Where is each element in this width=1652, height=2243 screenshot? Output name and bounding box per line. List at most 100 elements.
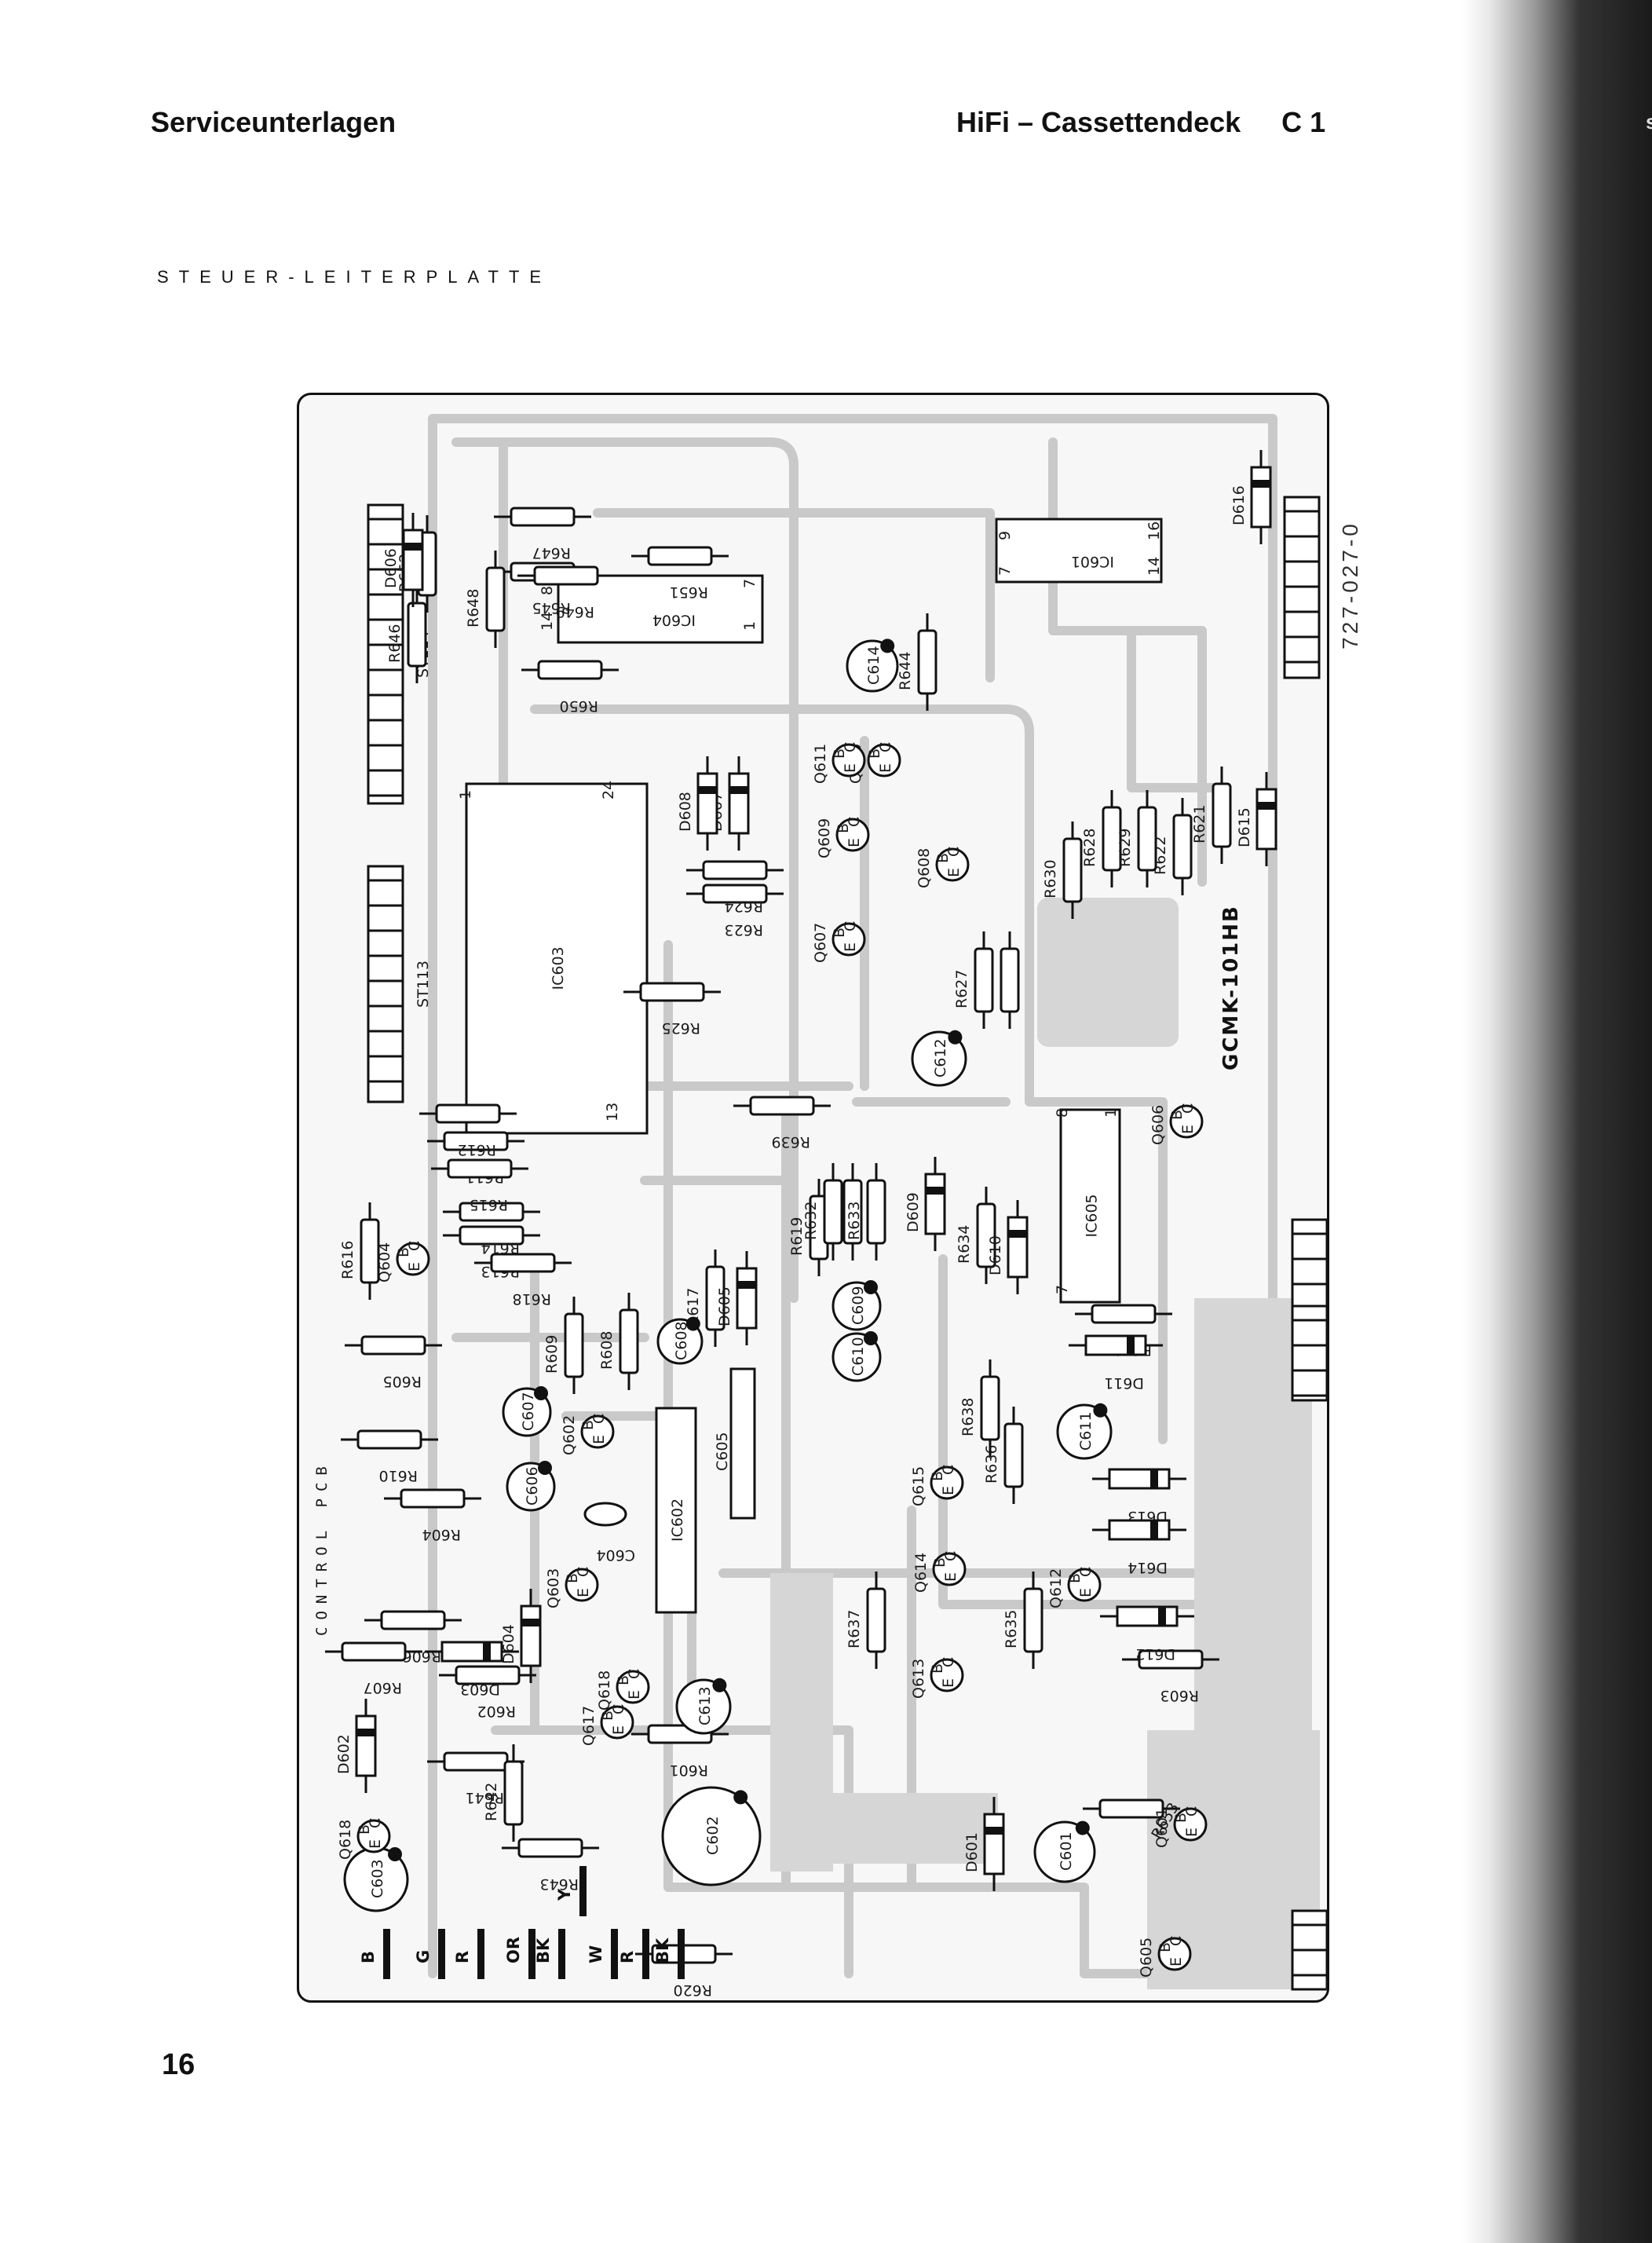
capacitor-c606: C606 [506, 1461, 556, 1512]
capacitor-c613: C613 [675, 1678, 732, 1735]
diode-label: D601 [963, 1832, 981, 1872]
resistor-label: R614 [481, 1239, 520, 1257]
diode-d611: D611 [1069, 1334, 1163, 1392]
transistor-pin-c: C [940, 1465, 957, 1475]
ic-pin-number: 16 [1146, 521, 1163, 540]
transistor-label: Q613 [910, 1659, 927, 1699]
transistor-pin-c: C [942, 1551, 959, 1561]
transistor-label: Q608 [916, 848, 933, 888]
resistor-label: R621 [1191, 805, 1208, 843]
resistor-label: R601 [670, 1762, 708, 1779]
transistor-pin-e: E [1179, 1125, 1197, 1134]
transistor-pin-b: B [1172, 1813, 1190, 1823]
header-sheet-id: C 1 [1281, 106, 1326, 138]
ic-label: IC602 [669, 1498, 686, 1542]
resistor-r646: R646 [386, 586, 427, 683]
diode-label: D606 [382, 548, 400, 588]
transistor-label: Q606 [1149, 1105, 1167, 1145]
transistor-pin-c: C [846, 817, 863, 827]
resistor-r639: R639 [733, 1096, 831, 1151]
connector-st116: ST116 [1291, 1218, 1327, 1315]
ic-pin-number: 8 [539, 586, 556, 595]
resistor-label: R651 [670, 584, 708, 601]
resistor-r609: R609 [543, 1297, 584, 1394]
resistor-r630: R630 [1042, 821, 1083, 919]
diodes-layer: D601D602D603D604D605D606D607D608D609D610… [335, 450, 1277, 1891]
transistor-pin-e: E [940, 1678, 957, 1688]
diode-d614: D614 [1092, 1519, 1186, 1576]
diode-d603: D603 [425, 1641, 519, 1698]
wire-b: B [359, 1929, 390, 1979]
resistor-label: R643 [540, 1875, 579, 1893]
resistor-r648: R648 [465, 551, 506, 648]
capacitor-c603: C603 [343, 1846, 409, 1912]
resistor-label: R616 [339, 1241, 356, 1279]
resistor-r616: R616 [339, 1202, 380, 1300]
gcmk-board-label: GCMK-101HB [1219, 905, 1243, 1070]
resistor-r623: R623 [686, 884, 784, 939]
resistor-r602: R602 [439, 1665, 536, 1720]
capacitor-c604: C604 [583, 1502, 635, 1564]
wire-bk: BK [534, 1929, 565, 1979]
transistors-layer: BCEQ601BCEQ602BCEQ603BCEQ604BCEQ605BCEQ6… [337, 742, 1208, 1978]
diode-label: D605 [716, 1286, 733, 1326]
capacitor-c601: C601 [1033, 1820, 1096, 1883]
wire-bk: BK [653, 1929, 685, 1979]
resistor-r605: R605 [345, 1335, 442, 1390]
transistor-pin-e: E [575, 1588, 592, 1597]
resistor-r643: R643 [502, 1838, 599, 1893]
transistor-label: Q603 [545, 1568, 562, 1608]
resistor-r635: R635 [1003, 1572, 1043, 1669]
capacitor-label: C614 [865, 646, 883, 685]
ic-ic604: IC604 [557, 574, 764, 644]
transistor-pin-e: E [1183, 1828, 1201, 1837]
capacitor-label: C607 [520, 1392, 537, 1431]
resistor-label: R602 [477, 1703, 516, 1720]
capacitor-label: C604 [596, 1546, 635, 1564]
transistor-label: Q607 [812, 923, 829, 963]
transistor-pin-c: C [1179, 1103, 1197, 1114]
resistor-r634: R634 [956, 1187, 996, 1284]
wire-r: R [453, 1929, 484, 1979]
resistor-r614: R614 [443, 1202, 540, 1257]
transistor-label: Q609 [816, 818, 833, 858]
resistor-label: R630 [1042, 860, 1059, 898]
capacitor-c611: C611 [1056, 1403, 1113, 1460]
transistor-pin-e: E [367, 1839, 384, 1849]
resistor-label: R639 [772, 1133, 810, 1151]
resistor-r601: R601 [631, 1724, 729, 1779]
ic-pin-number: 8 [1054, 1108, 1071, 1118]
resistor-r632: R632 [802, 1163, 843, 1261]
transistor-pin-c: C [877, 742, 894, 752]
resistor-r636: R636 [983, 1407, 1024, 1504]
wire-or: OR [504, 1929, 535, 1979]
resistor-label: R650 [560, 697, 598, 715]
wire-label: R [618, 1951, 637, 1963]
transistor-pin-e: E [842, 763, 859, 773]
capacitor-label: C605 [714, 1432, 731, 1471]
connector-st115: ST115 [1283, 496, 1321, 679]
resistor-r651: R651 [631, 546, 729, 601]
transistor-label: Q601 [1153, 1808, 1171, 1848]
transistor-pin-e: E [1168, 1957, 1185, 1967]
capacitor-label: C602 [704, 1816, 722, 1855]
resistor-label: R603 [1160, 1687, 1199, 1704]
resistor-label: R649 [556, 603, 594, 620]
resistor-label: R645 [532, 599, 571, 617]
capacitor-label: C613 [696, 1686, 714, 1725]
resistor-r629: R629 [1117, 790, 1157, 887]
capacitor-label: C612 [932, 1038, 949, 1078]
diode-label: D612 [1135, 1645, 1175, 1663]
transistor-label: Q612 [1047, 1568, 1065, 1608]
resistor-label: R627 [953, 970, 970, 1008]
resistor-r604: R604 [384, 1488, 481, 1543]
ic-pin-number: 1 [1102, 1108, 1120, 1118]
transistor-pin-b: B [831, 928, 848, 938]
capacitor-c608: C608 [656, 1316, 704, 1365]
header-product: HiFi – Cassettendeck [956, 106, 1241, 138]
